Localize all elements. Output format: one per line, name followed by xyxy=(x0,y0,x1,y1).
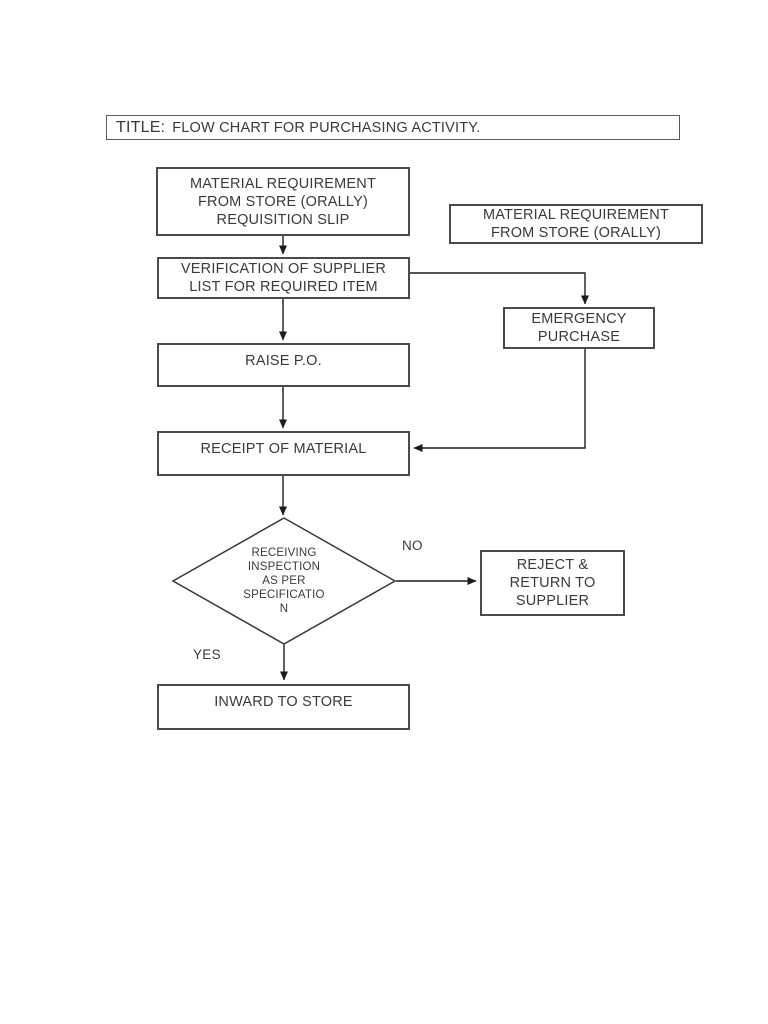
node-label: MATERIAL REQUIREMENT FROM STORE (ORALLY)… xyxy=(189,175,377,228)
edge-label-yes: YES xyxy=(193,647,221,662)
node-label: RAISE P.O. xyxy=(245,353,322,369)
node-material-requirement-slip: MATERIAL REQUIREMENT FROM STORE (ORALLY)… xyxy=(156,167,410,236)
node-receipt-of-material: RECEIPT OF MATERIAL xyxy=(157,431,410,476)
node-verification-supplier-list: VERIFICATION OF SUPPLIER LIST FOR REQUIR… xyxy=(157,257,410,299)
title-text: FLOW CHART FOR PURCHASING ACTIVITY. xyxy=(172,119,481,136)
node-inward-to-store: INWARD TO STORE xyxy=(157,684,410,730)
node-label: MATERIAL REQUIREMENT FROM STORE (ORALLY) xyxy=(482,207,670,241)
node-label: REJECT & RETURN TO SUPPLIER xyxy=(509,557,596,609)
node-label: EMERGENCY PURCHASE xyxy=(531,311,627,345)
node-material-requirement-oral: MATERIAL REQUIREMENT FROM STORE (ORALLY) xyxy=(449,204,703,244)
node-emergency-purchase: EMERGENCY PURCHASE xyxy=(503,307,655,349)
node-label: INWARD TO STORE xyxy=(214,694,353,710)
node-label: RECEIPT OF MATERIAL xyxy=(200,441,367,457)
edge-verification-to-emergency xyxy=(410,272,589,305)
title-block: TITLE: FLOW CHART FOR PURCHASING ACTIVIT… xyxy=(106,115,680,140)
edge-label-no: NO xyxy=(402,538,423,553)
decision-diamond-shape xyxy=(171,517,397,645)
node-raise-po: RAISE P.O. xyxy=(157,343,410,387)
node-label: VERIFICATION OF SUPPLIER LIST FOR REQUIR… xyxy=(180,261,387,295)
title-prefix: TITLE: xyxy=(116,118,166,136)
node-reject-return-supplier: REJECT & RETURN TO SUPPLIER xyxy=(480,550,625,616)
edge-emergency-to-receipt xyxy=(413,349,586,452)
node-receiving-inspection: RECEIVING INSPECTION AS PER SPECIFICATIO… xyxy=(243,547,325,615)
